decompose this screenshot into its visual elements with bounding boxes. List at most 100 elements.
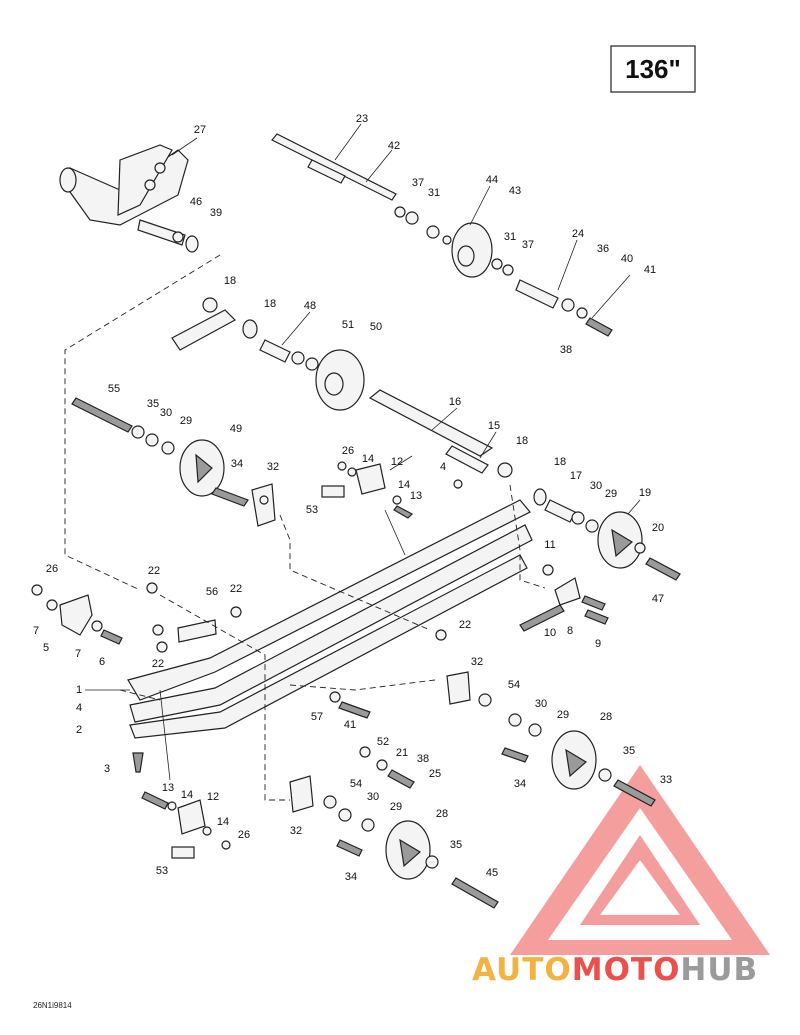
bracket-32-upper	[251, 483, 276, 527]
callout-14: 14	[362, 453, 374, 465]
callout-1: 1	[76, 684, 82, 696]
idler-wheel-43	[394, 206, 514, 278]
callout-32: 32	[290, 825, 302, 837]
callout-2: 2	[76, 724, 82, 736]
callout-35: 35	[450, 839, 462, 851]
callout-22: 22	[459, 619, 471, 631]
callout-18: 18	[554, 456, 566, 468]
callout-24: 24	[572, 228, 584, 240]
callout-25: 25	[429, 768, 441, 780]
logo-text-auto: AUTO	[472, 952, 572, 988]
callout-40: 40	[621, 253, 633, 265]
callout-8: 8	[567, 625, 573, 637]
shaft-16	[368, 389, 513, 478]
callout-33: 33	[660, 774, 672, 786]
callout-28: 28	[436, 808, 448, 820]
automotohub-logo: AUTOMOTOHUB	[472, 765, 770, 988]
size-label-box: 136"	[610, 45, 696, 93]
callout-22: 22	[230, 583, 242, 595]
callout-37: 37	[522, 239, 534, 251]
callout-38: 38	[417, 753, 429, 765]
shaft-23	[271, 133, 397, 201]
callout-48: 48	[304, 300, 316, 312]
callout-51: 51	[342, 319, 354, 331]
callout-31: 31	[428, 187, 440, 199]
callout-34: 34	[231, 458, 243, 470]
callout-54: 54	[350, 778, 362, 790]
callout-41: 41	[344, 719, 356, 731]
callout-53: 53	[306, 504, 318, 516]
front-bumper-parts	[31, 584, 123, 645]
callout-18: 18	[516, 435, 528, 447]
upper-arm-assembly	[59, 144, 189, 246]
callout-56: 56	[206, 586, 218, 598]
callout-34: 34	[345, 871, 357, 883]
callout-9: 9	[595, 638, 601, 650]
callout-26: 26	[238, 829, 250, 841]
callout-15: 15	[488, 420, 500, 432]
callout-17: 17	[570, 470, 582, 482]
callout-3: 3	[104, 763, 110, 775]
callout-55: 55	[108, 383, 120, 395]
callout-14: 14	[398, 479, 410, 491]
callout-18: 18	[224, 275, 236, 287]
callout-26: 26	[46, 563, 58, 575]
callout-13: 13	[410, 490, 422, 502]
callout-49: 49	[230, 423, 242, 435]
callout-45: 45	[486, 867, 498, 879]
callout-35: 35	[147, 398, 159, 410]
callout-41: 41	[644, 264, 656, 276]
callout-32: 32	[267, 461, 279, 473]
callout-30: 30	[535, 698, 547, 710]
right-wheel-assembly	[453, 479, 681, 581]
size-label: 136"	[625, 54, 681, 84]
middle-wheel-assembly	[171, 297, 365, 411]
callout-42: 42	[388, 140, 400, 152]
callout-4: 4	[440, 461, 446, 473]
callout-54: 54	[508, 679, 520, 691]
logo-text: AUTOMOTOHUB	[472, 952, 758, 988]
callout-53: 53	[156, 865, 168, 877]
lower-center-wheel-assembly	[289, 775, 499, 909]
callout-50: 50	[370, 321, 382, 333]
callout-29: 29	[180, 415, 192, 427]
logo-text-hub: HUB	[680, 952, 758, 988]
figure-code: 26N1i9814	[33, 1001, 72, 1010]
callout-23: 23	[356, 113, 368, 125]
callout-52: 52	[377, 736, 389, 748]
callout-44: 44	[486, 174, 498, 186]
callout-14: 14	[181, 789, 193, 801]
spacer-24-bolt-41	[515, 279, 613, 337]
rail-hardware	[146, 564, 609, 653]
callout-10: 10	[544, 627, 556, 639]
callout-31: 31	[504, 231, 516, 243]
callout-21: 21	[396, 747, 408, 759]
slide-rail-main	[127, 499, 533, 739]
callout-20: 20	[652, 522, 664, 534]
callout-46: 46	[190, 196, 202, 208]
callout-38: 38	[560, 344, 572, 356]
callout-14: 14	[217, 816, 229, 828]
callout-30: 30	[160, 407, 172, 419]
callout-22: 22	[152, 658, 164, 670]
callout-36: 36	[597, 243, 609, 255]
callout-11: 11	[544, 539, 555, 551]
callout-32: 32	[471, 656, 483, 668]
callout-29: 29	[390, 801, 402, 813]
callout-30: 30	[590, 480, 602, 492]
callout-57: 57	[311, 711, 323, 723]
callout-34: 34	[514, 778, 526, 790]
callout-35: 35	[623, 745, 635, 757]
callout-12: 12	[207, 791, 219, 803]
callout-30: 30	[367, 791, 379, 803]
callout-19: 19	[639, 487, 651, 499]
lower-slide-block	[141, 791, 231, 859]
callout-43: 43	[509, 185, 521, 197]
callout-4: 4	[76, 702, 82, 714]
callout-12: 12	[391, 456, 403, 468]
callout-16: 16	[449, 396, 461, 408]
callout-29: 29	[605, 488, 617, 500]
callout-13: 13	[162, 782, 174, 794]
